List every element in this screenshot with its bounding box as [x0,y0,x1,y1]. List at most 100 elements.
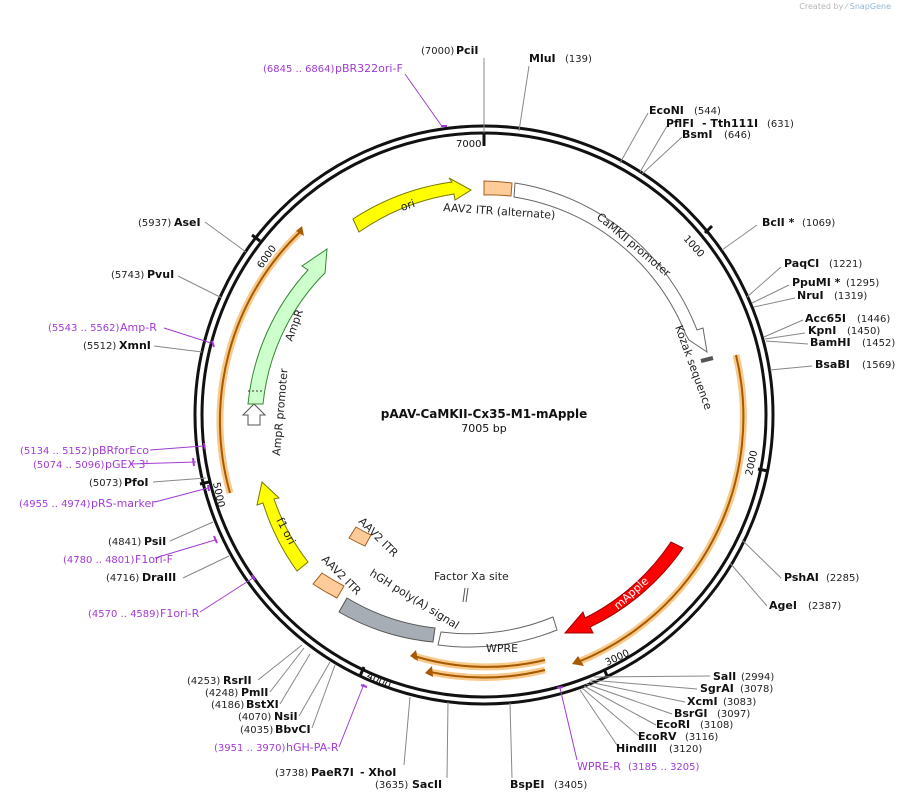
feature-label-factor-xa: Factor Xa site [434,570,509,583]
primer-mark-prs-marker [207,484,210,492]
enzyme-name-xmni: XmnI [119,339,151,352]
credit-prefix: Created by [799,2,844,11]
leader-pvui [177,275,223,299]
leader-hindiii [579,689,620,749]
primer-name-amp-r: Amp-R [120,321,157,334]
enzyme-pos-paer7i: (3738) [275,768,308,779]
enzyme-pos-mlui: (139) [565,54,592,65]
enzyme-pos-sgrai: (3078) [740,684,773,695]
primer-name-pgex3: pGEX 3' [105,458,149,471]
leader-bcli [721,224,758,251]
orf-arc-left-core [218,231,301,494]
primer-name-pbrforeco: pBRforEco [92,444,149,457]
feature-label-wpre: WPRE [486,642,518,655]
enzyme-name-kpni: KpnI [808,324,836,337]
primer-range-pgex3: (5074 .. 5096) [33,460,105,471]
primer-leader-pgex3 [129,461,197,465]
enzyme-name-hindiii: HindIII [616,742,657,755]
primer-range-prs-marker: (4955 .. 4974) [19,499,91,510]
primer-leader-amp-r [163,327,212,344]
leader-bstxi [279,653,311,705]
enzyme-name-sacii: SacII [412,778,442,791]
tick-1000 [703,224,714,235]
feature-ampr-promoter [241,403,267,426]
enzyme-pos-pvui: (5743) [111,270,144,281]
primer-name-pbr322ori-f: pBR322ori-F [335,62,403,75]
enzyme-name-psii: PsiI [144,535,166,548]
leader-acc65i [763,319,804,338]
leader-paer7i [403,696,411,766]
primer-name-f1ori-r: F1ori-R [160,607,200,620]
enzyme-name-asei: AseI [174,216,201,229]
primer-range-pbr322ori-f: (6845 .. 6864) [263,64,335,75]
enzyme-name-pcii: PciI [456,44,478,57]
leader-nrui [753,297,796,308]
enzyme-name-sgrai: SgrAI [700,682,734,695]
enzyme-pos-asei: (5937) [138,218,171,229]
feature-label-ori: ori [399,197,417,214]
leader-bbvci [311,664,336,729]
enzyme-name-rsrii: RsrII [223,674,252,687]
enzyme-pos-ppumi: (1295) [846,278,879,289]
enzyme-pos-econi: (544) [694,106,721,117]
primer-leader-wpre-r [559,687,578,761]
enzyme-pos-pshai: (2285) [826,573,859,584]
snapgene-logo: ⁄ SnapGene [845,2,891,11]
enzyme-pos-pcii: (7000) [421,46,454,57]
leader-bsmi [641,136,683,175]
orf-arc-right-head [572,656,584,666]
enzyme-pos-sacii: (3635) [375,780,408,791]
primer-mark-pbrforeco [203,442,206,450]
plasmid-size: 7005 bp [461,422,506,435]
primer-range-f1ori-r: (4570 .. 4589) [88,609,160,620]
enzyme-name-tth111i: - Tth111I [702,117,758,130]
primer-range-wpre-r: (3185 .. 3205) [628,762,700,773]
leader-pfoi [152,477,207,483]
tick-6000 [251,233,261,243]
feature-label-ampr-promoter: AmpR promoter [270,368,291,457]
enzyme-name-acc65i: Acc65I [805,312,846,325]
primer-mark-f1ori-r [251,574,256,581]
primer-range-pbrforeco: (5134 .. 5152) [20,446,92,457]
leader-pshai [741,539,782,579]
orf-arc-right-core [577,354,745,663]
tick-2000 [757,467,769,473]
orf-arc-bottom-1-core [413,655,546,668]
leader-xcmi [588,681,686,703]
enzyme-pos-hindiii: (3120) [669,744,702,755]
primer-leader-f1ori-r [199,577,254,613]
enzyme-pos-rsrii: (4253) [187,676,220,687]
enzyme-pos-pfoi: (5073) [89,478,122,489]
tick-marks [199,134,769,679]
enzyme-pos-pmli: (4248) [205,688,238,699]
primer-name-wpre-r: WPRE-R [577,760,621,773]
tick-label-2000: 2000 [744,449,760,476]
leader-nsii [298,661,331,717]
leader-bspei [509,702,513,779]
primer-range-amp-r: (5543 .. 5562) [48,323,120,334]
leader-bsrgi [585,683,673,715]
feature-ori [352,177,472,233]
primer-leader-hgh-pa-r [338,683,365,748]
enzyme-name-paqci: PaqCI [784,257,819,270]
feature-mapple [563,541,684,634]
enzyme-name-bstxi: BstXI [246,698,279,711]
enzyme-name-agei: AgeI [769,599,797,612]
primer-leader-prs-marker [154,487,209,503]
leader-bsabi [769,365,813,371]
enzyme-name-pvui: PvuI [147,268,174,281]
feature-kozak [700,356,714,363]
enzyme-pos-bamhi: (1452) [862,338,895,349]
feature-aav2-itr-b [348,526,372,547]
leader-mlui [518,65,530,132]
enzyme-pos-tth111i: (631) [767,119,794,130]
primer-name-hgh-pa-r: hGH-PA-R [286,741,339,754]
enzyme-name-draiii: DraIII [142,571,176,584]
primer-leader-pbr322ori-f [404,73,442,126]
enzyme-name-nsii: NsiI [274,710,298,723]
enzyme-name-bbvci: BbvCI [275,723,311,736]
enzyme-name-paer7i: PaeR7I [311,766,354,779]
enzyme-pos-acc65i: (1446) [857,314,890,325]
enzyme-leaders [152,58,813,779]
orf-arcs [216,226,747,681]
